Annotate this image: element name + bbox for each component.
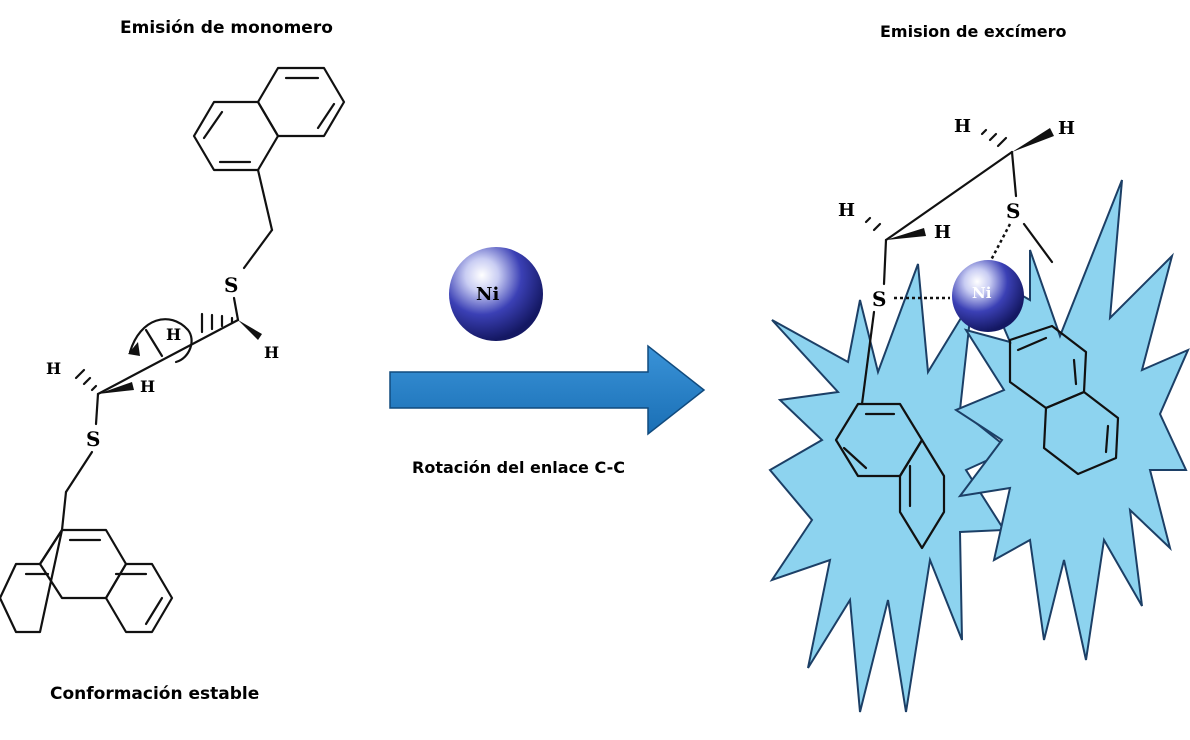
excimer-hydrogen-4: H (934, 222, 951, 243)
excimer-star-left (768, 263, 1012, 713)
hashed-bond-upper (200, 312, 234, 334)
reaction-center: Ni (389, 247, 706, 436)
sulfur-atom-bottom: S (86, 427, 100, 451)
excimer-nickel-label: Ni (972, 284, 992, 302)
nickel-sphere (449, 247, 543, 341)
s-bond-bottom-1 (94, 392, 100, 426)
hydrogen-upper-left: H (166, 325, 181, 344)
nickel-label: Ni (476, 284, 499, 305)
excimer-nickel-sphere (952, 260, 1024, 332)
excimer-complex: H H H H S S (768, 116, 1190, 713)
hashed-bond-lower (74, 368, 98, 392)
excimer-hydrogen-1: H (954, 116, 971, 137)
excimer-s-ring-bond-left (860, 310, 876, 406)
monomer-molecule: S H H H (0, 66, 346, 634)
hydrogen-upper-right: H (264, 343, 279, 362)
excimer-c-s-bond-left (882, 238, 888, 286)
monomer-emission-title: Emisión de monomero (120, 18, 333, 38)
c-c-bond (96, 318, 240, 396)
coordination-bond-right (988, 223, 1012, 263)
excimer-hashed-bond-top (980, 128, 1008, 148)
stable-conformation-caption: Conformación estable (50, 684, 260, 704)
excimer-wedge-top (1012, 128, 1054, 152)
ch2-bond-bottom-2 (60, 490, 68, 532)
bottom-naphthalene (0, 528, 174, 634)
rotation-cross-1 (144, 328, 164, 358)
reaction-arrow (389, 344, 706, 436)
hydrogen-lower-left: H (46, 359, 61, 378)
s-bond-top-2 (232, 296, 240, 322)
excimer-s-ring-bond-right (1022, 222, 1054, 264)
excimer-c-c-bond (884, 150, 1014, 242)
excimer-naphthalene-right (1008, 324, 1120, 476)
excimer-sulfur-left: S (872, 287, 886, 311)
ch2-bond-top (256, 168, 274, 232)
excimer-sulfur-right: S (1006, 199, 1020, 223)
excimer-c-s-bond-right (1010, 150, 1018, 198)
excimer-hashed-bond-mid (864, 216, 882, 232)
bond-rotation-caption: Rotación del enlace C-C (412, 458, 625, 477)
wedge-bond-lower (98, 382, 134, 394)
rotation-arc (128, 318, 193, 364)
wedge-bond-h (238, 320, 262, 340)
rotation-arrowhead (128, 342, 140, 356)
top-naphthalene (192, 66, 346, 172)
s-bond-top-1 (242, 228, 274, 270)
excimer-hydrogen-2: H (1058, 118, 1075, 139)
ch2-bond-bottom (64, 450, 94, 494)
excimer-naphthalene-left (834, 402, 946, 550)
excimer-emission-title: Emision de excímero (880, 22, 1067, 41)
excimer-wedge-mid (886, 228, 926, 240)
excimer-star-right (953, 179, 1190, 661)
excimer-hydrogen-3: H (838, 200, 855, 221)
sulfur-atom-top: S (224, 273, 238, 297)
hydrogen-lower-right: H (140, 377, 155, 396)
